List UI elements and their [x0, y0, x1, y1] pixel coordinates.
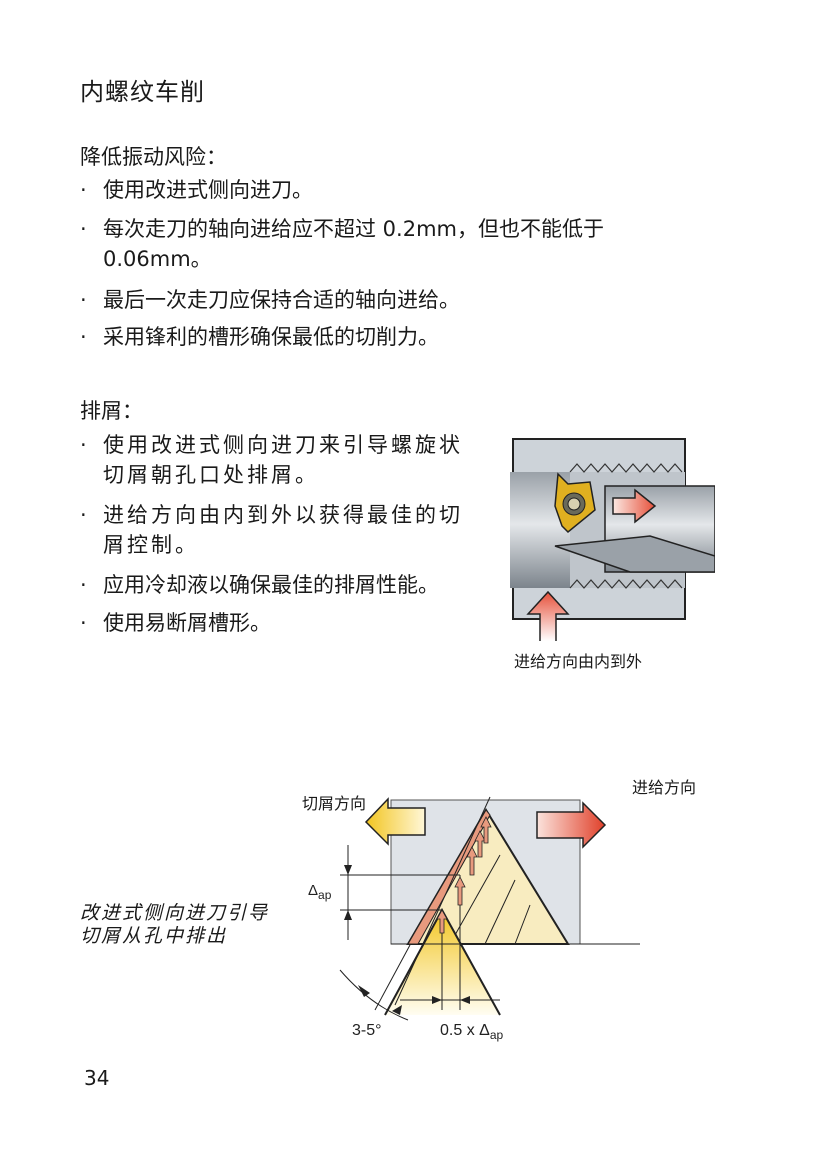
list-item: · 使用改进式侧向进刀。 [80, 175, 720, 205]
page-title: 内螺纹车削 [80, 78, 205, 106]
list-item: · 使用易断屑槽形。 [80, 608, 510, 638]
modified-flank-infeed-diagram: Δap 3-5° 0.5 x Δap [308, 796, 640, 1042]
list-item: · 采用锋利的槽形确保最低的切削力。 [80, 322, 720, 352]
delta-ap-label: Δap [308, 882, 332, 902]
bullet-dot: · [80, 503, 90, 527]
feed-arrow-up-icon [526, 590, 570, 641]
chip-direction-label: 切屑方向 [302, 794, 367, 813]
bullet-dot: · [80, 573, 87, 597]
list-item: · 应用冷却液以确保最佳的排屑性能。 [80, 570, 510, 600]
bullet-dot: · [80, 611, 87, 635]
offset-label: 0.5 x Δap [440, 1022, 504, 1042]
chip-direction-arrow-icon [364, 797, 426, 846]
list-item: · 最后一次走刀应保持合适的轴向进给。 [80, 285, 720, 315]
section-heading-vibration: 降低振动风险： [80, 145, 227, 169]
section-heading-chips: 排屑： [80, 399, 143, 423]
bullet-dot: · [80, 325, 87, 349]
bullet-dot: · [80, 217, 87, 241]
threading-tool-figure [510, 438, 715, 641]
infeed-side-caption: 改进式侧向进刀引导 切屑从孔中排出 [80, 902, 270, 947]
feed-direction-arrow-icon [536, 801, 607, 849]
bullet-dot: · [80, 178, 87, 202]
page-number: 34 [84, 1066, 110, 1090]
list-item: · 使用改进式侧向进刀来引导螺旋状 切屑朝孔口处排屑。 [80, 430, 510, 490]
list-item: · 进给方向由内到外以获得最佳的切 屑控制。 [80, 500, 510, 560]
tool-figure-caption: 进给方向由内到外 [514, 652, 643, 671]
bullet-dot: · [80, 433, 90, 457]
list-item: · 每次走刀的轴向进给应不超过 0.2mm，但也不能低于 0.06mm。 [80, 214, 740, 274]
angle-label: 3-5° [352, 1022, 382, 1039]
feed-direction-label: 进给方向 [632, 778, 697, 797]
feed-arrow-right-icon [612, 488, 657, 524]
bullet-dot: · [80, 288, 87, 312]
